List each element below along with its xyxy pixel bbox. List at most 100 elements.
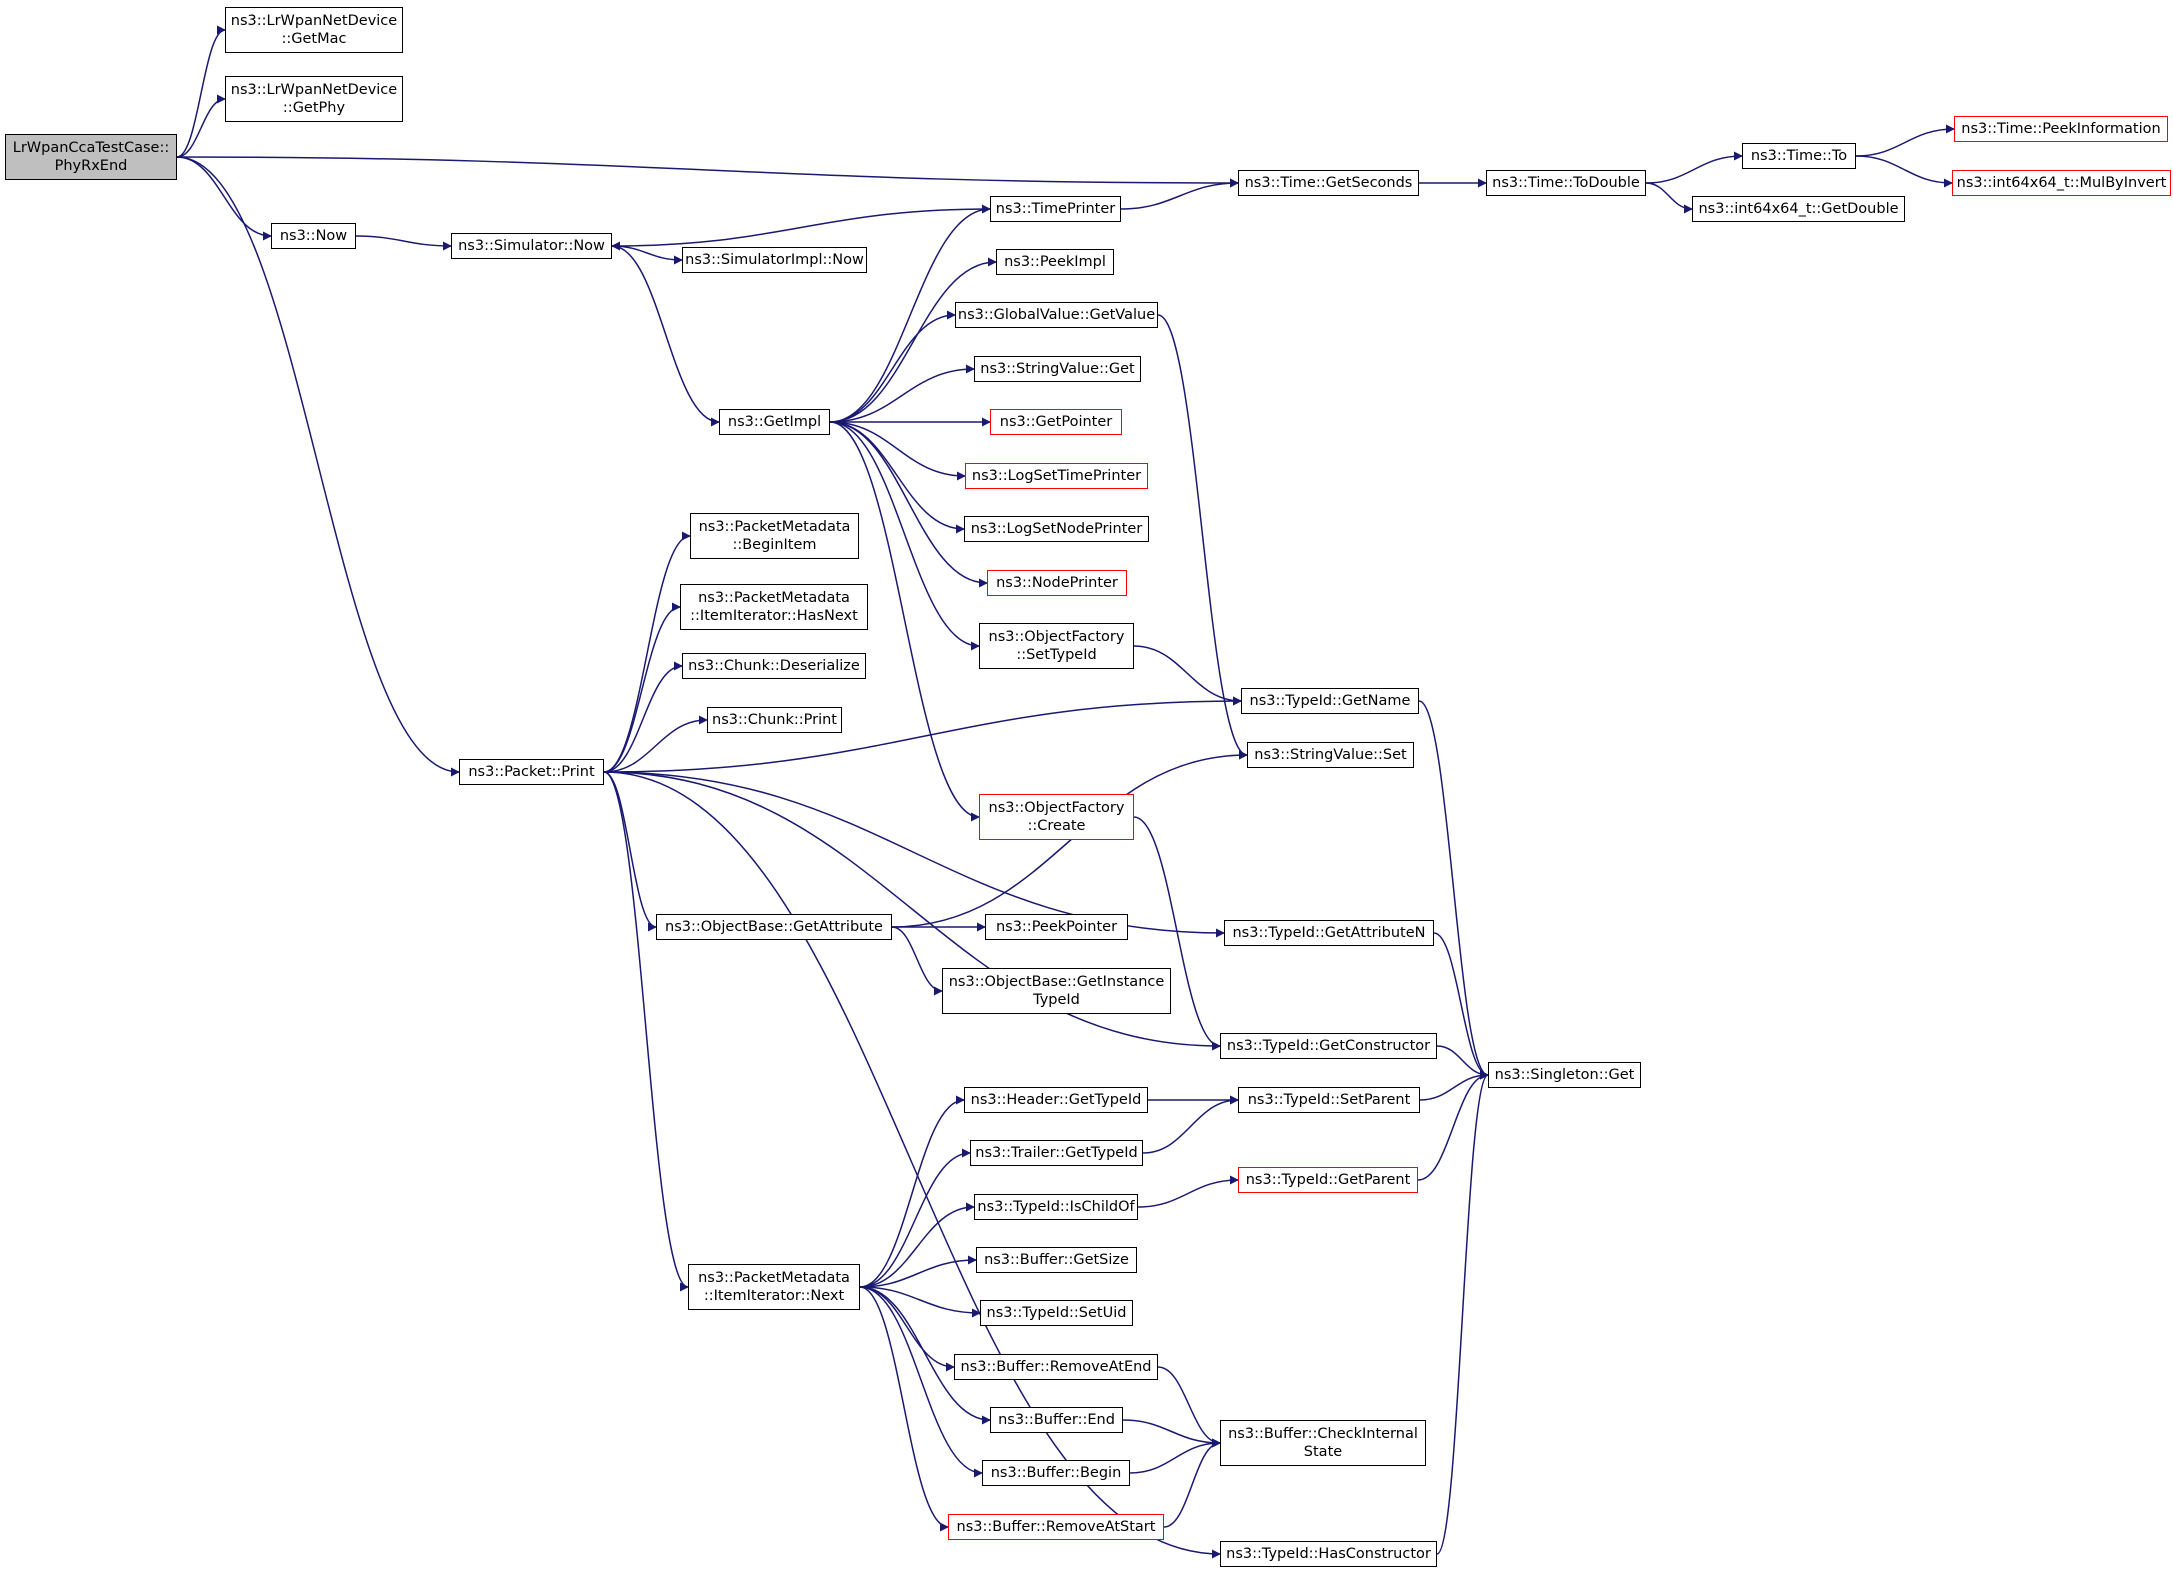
node-label-line: ns3::Buffer::CheckInternal — [1228, 1426, 1418, 1442]
node-tidgetattrn[interactable]: ns3::TypeId::GetAttributeN — [1224, 920, 1434, 946]
edge-obgetattr-to-svset — [891, 750, 1248, 928]
node-label-line: ns3::PeekPointer — [995, 919, 1118, 935]
node-label-line: LrWpanCcaTestCase:: — [12, 140, 170, 156]
edge-bufbegin-to-bufcheck — [1129, 1438, 1221, 1474]
node-label-line: ns3::Trailer::GetTypeId — [975, 1145, 1138, 1161]
node-peekinfo[interactable]: ns3::Time::PeekInformation — [1954, 116, 2168, 142]
node-label-line: ::BeginItem — [732, 537, 817, 553]
edge-pmnext-to-bufbegin — [859, 1286, 983, 1478]
node-pmnext[interactable]: ns3::PacketMetadata::ItemIterator::Next — [688, 1264, 860, 1310]
node-label-line: ns3::Now — [279, 228, 348, 244]
edge-ofsettypeid-to-tidgetname — [1133, 645, 1242, 706]
edge-pmnext-to-bufend — [859, 1286, 991, 1425]
node-tidgetctor[interactable]: ns3::TypeId::GetConstructor — [1220, 1033, 1437, 1059]
node-label-line: ns3::ObjectFactory — [988, 800, 1125, 816]
node-logsetnode[interactable]: ns3::LogSetNodePrinter — [964, 516, 1149, 542]
node-trlgettid[interactable]: ns3::Trailer::GetTypeId — [970, 1140, 1143, 1166]
node-getpointer[interactable]: ns3::GetPointer — [990, 409, 1122, 435]
node-ofsettypeid[interactable]: ns3::ObjectFactory::SetTypeId — [979, 623, 1134, 669]
node-tidgetparent[interactable]: ns3::TypeId::GetParent — [1238, 1167, 1418, 1193]
edge-root-to-packetprint — [176, 156, 460, 777]
node-pmhasnext[interactable]: ns3::PacketMetadata::ItemIterator::HasNe… — [680, 584, 868, 630]
node-packetprint[interactable]: ns3::Packet::Print — [459, 759, 604, 785]
node-tidhasctor[interactable]: ns3::TypeId::HasConstructor — [1220, 1541, 1437, 1567]
node-logsettime[interactable]: ns3::LogSetTimePrinter — [965, 463, 1148, 489]
node-bufbegin[interactable]: ns3::Buffer::Begin — [982, 1460, 1130, 1486]
node-peekpointer[interactable]: ns3::PeekPointer — [985, 914, 1128, 940]
edge-getimpl-to-nodeprinter — [829, 421, 988, 588]
edge-getimpl-to-ofsettypeid — [829, 421, 980, 651]
node-simimplnow[interactable]: ns3::SimulatorImpl::Now — [682, 247, 867, 273]
edge-getimpl-to-svget — [829, 364, 975, 423]
node-pmbeginitem[interactable]: ns3::PacketMetadata::BeginItem — [690, 513, 859, 559]
node-svset[interactable]: ns3::StringValue::Set — [1247, 742, 1414, 768]
edge-now-to-simnow — [355, 235, 452, 251]
node-getseconds[interactable]: ns3::Time::GetSeconds — [1238, 170, 1419, 196]
edge-tidischild-to-tidgetparent — [1137, 1175, 1239, 1208]
edge-getimpl-to-gvgetvalue — [829, 310, 956, 423]
node-label-line: ns3::LogSetTimePrinter — [971, 468, 1142, 484]
edge-pmnext-to-bufremstart — [859, 1286, 949, 1532]
node-label-line: ns3::GetImpl — [727, 414, 822, 430]
node-singletonget[interactable]: ns3::Singleton::Get — [1488, 1062, 1641, 1088]
node-label-line: ns3::Buffer::GetSize — [984, 1252, 1129, 1268]
node-label-line: ns3::Packet::Print — [468, 764, 595, 780]
node-root[interactable]: LrWpanCcaTestCase::PhyRxEnd — [5, 134, 177, 180]
node-getphy[interactable]: ns3::LrWpanNetDevice::GetPhy — [225, 76, 403, 122]
node-label-line: ns3::LrWpanNetDevice — [230, 13, 398, 29]
node-label-line: ns3::StringValue::Set — [1254, 747, 1407, 763]
node-label-line: ns3::Chunk::Print — [712, 712, 837, 728]
node-ofcreate[interactable]: ns3::ObjectFactory::Create — [979, 794, 1134, 840]
node-tidischild[interactable]: ns3::TypeId::IsChildOf — [974, 1194, 1138, 1220]
node-label-line: ns3::Chunk::Deserialize — [688, 658, 860, 674]
node-timeprinter[interactable]: ns3::TimePrinter — [990, 196, 1121, 222]
node-mulbyinvert[interactable]: ns3::int64x64_t::MulByInvert — [1952, 170, 2171, 196]
edge-simnow-to-getimpl — [611, 245, 720, 427]
node-label-line: ::Create — [1027, 818, 1086, 834]
edge-tidsetparent-to-singletonget — [1419, 1070, 1489, 1101]
edge-root-to-getphy — [176, 94, 226, 158]
node-label-line: State — [1303, 1444, 1343, 1460]
edge-todouble-to-getdouble — [1645, 182, 1693, 214]
node-svget[interactable]: ns3::StringValue::Get — [974, 356, 1141, 382]
node-getdouble[interactable]: ns3::int64x64_t::GetDouble — [1692, 196, 1905, 222]
node-simnow[interactable]: ns3::Simulator::Now — [451, 233, 612, 259]
node-label-line: ns3::TypeId::GetAttributeN — [1232, 925, 1426, 941]
edge-packetprint-to-tidhasctor — [603, 771, 1221, 1559]
node-tidsetparent[interactable]: ns3::TypeId::SetParent — [1238, 1087, 1420, 1113]
node-bufend[interactable]: ns3::Buffer::End — [990, 1407, 1123, 1433]
node-timeto[interactable]: ns3::Time::To — [1742, 143, 1856, 169]
node-todouble[interactable]: ns3::Time::ToDouble — [1486, 170, 1646, 196]
node-label-line: ns3::Buffer::End — [998, 1412, 1115, 1428]
node-obgetattr[interactable]: ns3::ObjectBase::GetAttribute — [656, 914, 892, 940]
edge-tidgetname-to-singletonget — [1418, 700, 1489, 1080]
node-label-line: ns3::SimulatorImpl::Now — [685, 252, 864, 268]
node-label-line: ns3::StringValue::Get — [980, 361, 1135, 377]
node-tidgetname[interactable]: ns3::TypeId::GetName — [1241, 688, 1419, 714]
node-getimpl[interactable]: ns3::GetImpl — [719, 409, 830, 435]
node-label-line: ns3::ObjectBase::GetInstance — [948, 974, 1165, 990]
node-label-line: ns3::GlobalValue::GetValue — [957, 307, 1156, 323]
node-bufgetsize[interactable]: ns3::Buffer::GetSize — [976, 1247, 1137, 1273]
node-label-line: ns3::Buffer::RemoveAtStart — [956, 1519, 1156, 1535]
node-now[interactable]: ns3::Now — [271, 223, 356, 249]
edge-packetprint-to-tidgetctor — [603, 771, 1221, 1051]
node-nodeprinter[interactable]: ns3::NodePrinter — [987, 570, 1127, 596]
node-hdrgettid[interactable]: ns3::Header::GetTypeId — [964, 1087, 1148, 1113]
node-chunkdeser[interactable]: ns3::Chunk::Deserialize — [682, 653, 866, 679]
node-chunkprint[interactable]: ns3::Chunk::Print — [707, 707, 842, 733]
node-tidsetuid[interactable]: ns3::TypeId::SetUid — [980, 1300, 1133, 1326]
node-bufremend[interactable]: ns3::Buffer::RemoveAtEnd — [954, 1354, 1158, 1380]
node-label-line: ns3::TypeId::SetUid — [986, 1305, 1127, 1321]
node-label-line: ::SetTypeId — [1016, 647, 1097, 663]
node-bufremstart[interactable]: ns3::Buffer::RemoveAtStart — [948, 1514, 1164, 1540]
edge-obgetattr-to-obgetinst — [891, 926, 943, 996]
node-gvgetvalue[interactable]: ns3::GlobalValue::GetValue — [955, 302, 1158, 328]
edge-tidgetattrn-to-singletonget — [1433, 932, 1489, 1080]
node-getmac[interactable]: ns3::LrWpanNetDevice::GetMac — [225, 7, 403, 53]
node-peekimpl[interactable]: ns3::PeekImpl — [996, 249, 1114, 275]
